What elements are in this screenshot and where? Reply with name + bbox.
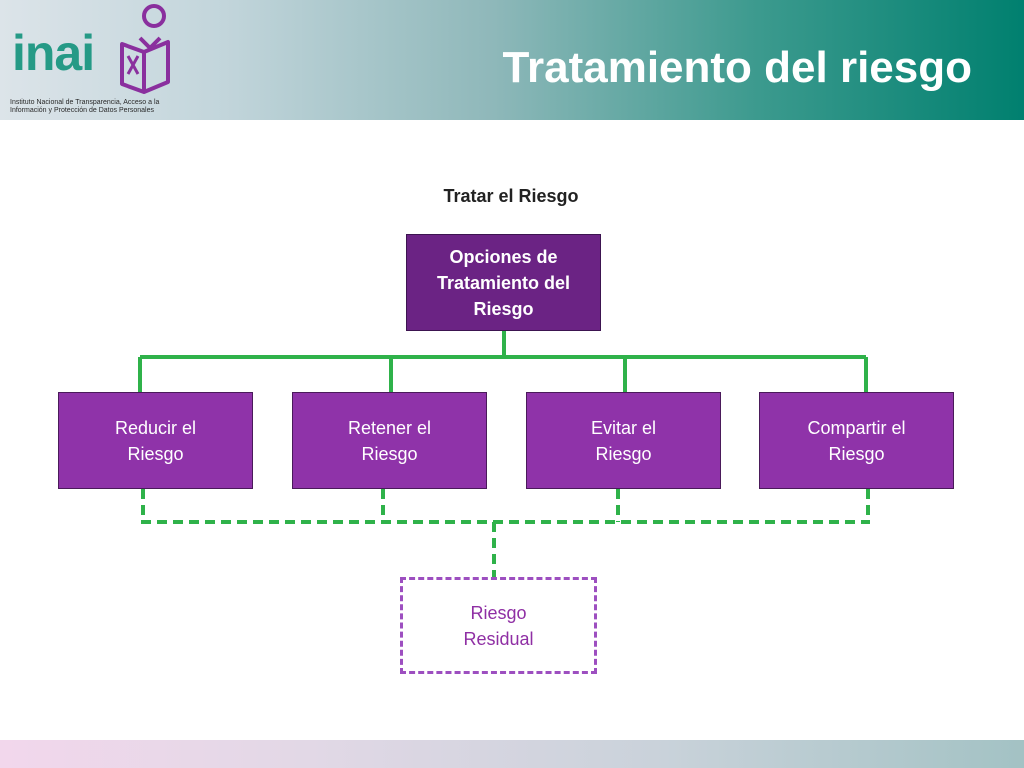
diagram-title: Tratar el Riesgo [443, 186, 579, 206]
footer-band [0, 740, 1024, 768]
logo-figure-icon [120, 4, 170, 94]
logo-caption-line-1: Instituto Nacional de Transparencia, Acc… [10, 99, 160, 106]
option-label-retener: Retener el Riesgo [347, 417, 432, 464]
logo-wordmark: inai [12, 25, 95, 81]
option-box-retener: Retener el Riesgo [292, 392, 487, 489]
logo-caption-line-2: Información y Protección de Datos Person… [10, 107, 154, 114]
option-label-compartir: Compartir el Riesgo [807, 417, 906, 464]
header-banner: inai Instituto Nacional de Transparencia… [0, 0, 1024, 120]
logo-caption: Instituto Nacional de Transparencia, Acc… [10, 99, 210, 115]
option-box-reducir: Reducir el Riesgo [58, 392, 253, 489]
root-box-label: Opciones de Tratamiento del Riesgo [436, 246, 571, 319]
dashed-connectors [141, 489, 870, 577]
root-box-opciones: Opciones de Tratamiento del Riesgo [406, 234, 601, 331]
option-box-compartir: Compartir el Riesgo [759, 392, 954, 489]
option-label-reducir: Reducir el Riesgo [114, 417, 197, 464]
option-box-evitar: Evitar el Riesgo [526, 392, 721, 489]
solid-connectors [138, 331, 868, 392]
option-label-evitar: Evitar el Riesgo [590, 417, 657, 464]
slide-title: Tratamiento del riesgo [502, 43, 972, 92]
inai-logo: inai Instituto Nacional de Transparencia… [8, 4, 208, 116]
residual-risk-box: Riesgo Residual [400, 577, 597, 674]
residual-risk-label: Riesgo Residual [463, 602, 534, 649]
